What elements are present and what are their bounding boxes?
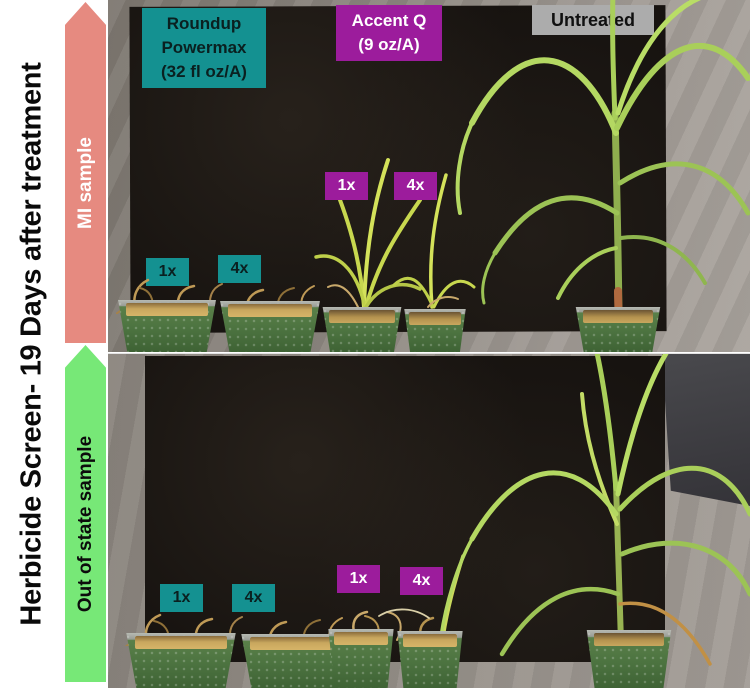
dose-label-accent-1x: 1x — [325, 172, 368, 200]
soil — [329, 310, 395, 323]
pot-roundup-1x — [126, 633, 236, 688]
pot-untreated — [575, 307, 661, 352]
dose-label-accent-1x: 1x — [337, 565, 380, 593]
treatment-rate: (32 fl oz/A) — [161, 62, 247, 81]
dark-cloth-corner — [662, 354, 750, 506]
photo-mi-sample: Roundup Powermax (32 fl oz/A) Accent Q (… — [108, 0, 750, 352]
soil — [409, 312, 461, 325]
pot-roundup-4x — [220, 301, 320, 352]
label-accent-q: Accent Q (9 oz/A) — [336, 5, 442, 61]
treatment-rate: (9 oz/A) — [358, 35, 420, 54]
soil — [402, 634, 458, 647]
out-of-state-sample-label: Out of state sample — [74, 435, 96, 612]
dose-label-roundup-1x: 1x — [146, 258, 189, 286]
black-backdrop-board — [145, 356, 665, 662]
photo-out-of-state-sample: 1x 4x 1x 4x — [108, 353, 750, 688]
dose-label-roundup-4x: 4x — [218, 255, 261, 283]
soil — [250, 637, 342, 650]
figure-title: Herbicide Screen- 19 Days after treatmen… — [15, 62, 47, 626]
soil — [228, 304, 312, 317]
pot-untreated — [586, 630, 672, 688]
pot-accent-1x — [322, 307, 402, 352]
soil — [333, 632, 389, 645]
soil — [135, 636, 227, 649]
dose-label-accent-4x: 4x — [400, 567, 443, 595]
dose-label-roundup-1x: 1x — [160, 584, 203, 612]
pot-accent-4x — [397, 631, 463, 688]
pot-accent-4x — [404, 309, 466, 352]
pot-accent-1x — [328, 629, 394, 688]
dose-label-roundup-4x: 4x — [232, 584, 275, 612]
soil — [126, 303, 208, 316]
label-untreated: Untreated — [532, 5, 654, 35]
soil — [593, 633, 665, 646]
soil — [582, 310, 654, 323]
label-roundup-powermax: Roundup Powermax (32 fl oz/A) — [142, 8, 266, 88]
mi-sample-arrow: MI sample — [65, 2, 106, 343]
treatment-name: Accent Q — [351, 11, 427, 30]
treatment-name: Roundup Powermax — [161, 14, 247, 57]
pot-roundup-1x — [118, 300, 216, 352]
figure-title-column: Herbicide Screen- 19 Days after treatmen… — [0, 0, 63, 688]
mi-sample-label: MI sample — [74, 136, 96, 229]
out-of-state-arrow: Out of state sample — [65, 345, 106, 682]
dose-label-accent-4x: 4x — [394, 172, 437, 200]
